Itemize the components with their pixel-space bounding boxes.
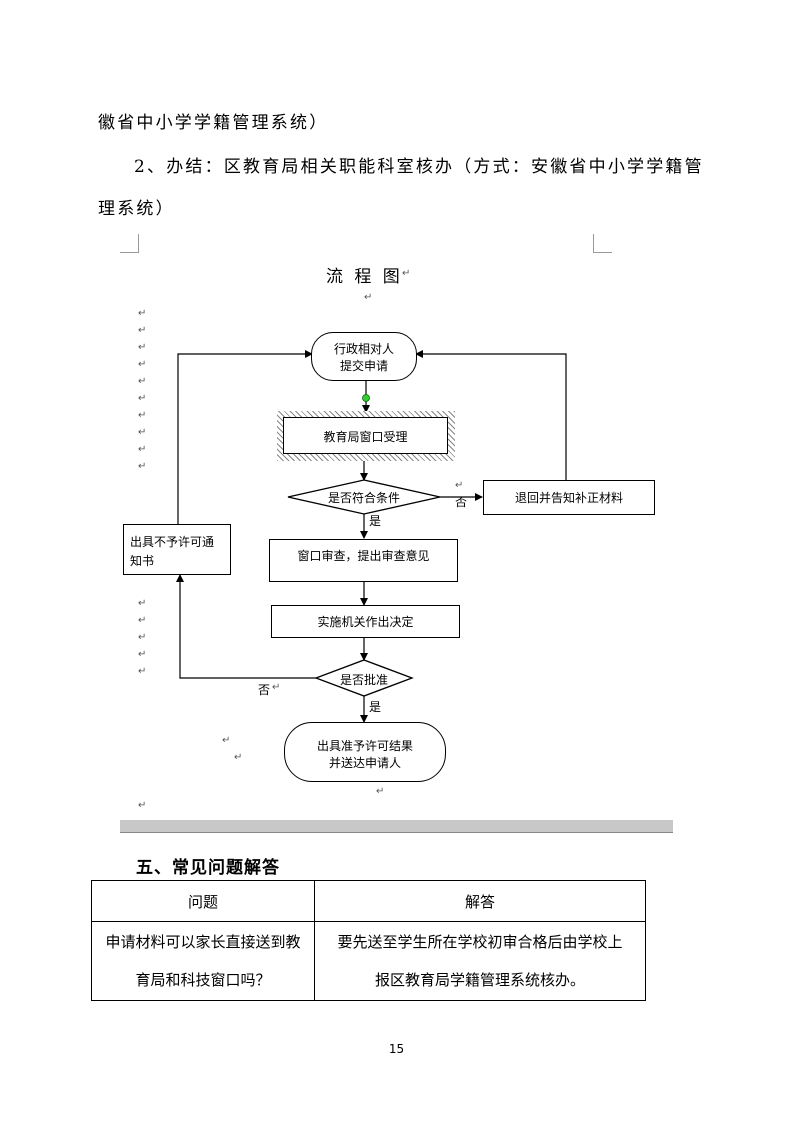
no-label-1: 否: [455, 495, 468, 509]
faq-question-cell: 申请材料可以家长直接送到教 育局和科技窗口吗？: [91, 921, 315, 1001]
faq-table: 问题 解答 申请材料可以家长直接送到教 育局和科技窗口吗？ 要先送至学生所在学校…: [91, 880, 646, 1001]
deny-node-line-1: 出具不予许可通: [130, 535, 215, 549]
decision-2-label: 是否批准: [339, 673, 388, 687]
para-mark: ↵: [455, 480, 464, 491]
para-mark: ↵: [138, 649, 147, 660]
faq-heading: 五、常见问题解答: [136, 858, 280, 878]
page-number: 15: [388, 1042, 405, 1056]
para-mark: ↵: [138, 461, 147, 472]
figure-bottom-border: [120, 820, 673, 833]
decision-1-label: 是否符合条件: [327, 491, 400, 505]
no-label-2: 否: [258, 683, 271, 697]
faq-header-row: 问题 解答: [91, 880, 646, 922]
faq-col-answer: 解答: [314, 880, 646, 922]
accept-node-label: 教育局窗口受理: [323, 430, 408, 444]
crop-mark-top-left: [120, 234, 139, 253]
decision-diamond-2: [314, 659, 414, 697]
table-row: 申请材料可以家长直接送到教 育局和科技窗口吗？ 要先送至学生所在学校初审合格后由…: [91, 921, 646, 1001]
return-node: 退回并告知补正材料: [483, 480, 655, 515]
end-node-line-2: 并送达申请人: [328, 756, 401, 770]
selection-handle: [362, 394, 370, 402]
para-mark: ↵: [138, 598, 147, 609]
para-mark-column-bottom: ↵ ↵ ↵ ↵ ↵: [138, 598, 150, 683]
deny-node: 出具不予许可通 知书: [123, 524, 231, 575]
para-mark: ↵: [138, 666, 147, 677]
para-mark: ↵: [234, 752, 243, 763]
yes-label-2: 是: [369, 700, 382, 714]
para-mark: ↵: [138, 615, 147, 626]
arrow-cond2-to-deny: [176, 574, 316, 679]
crop-mark-top-right: [593, 234, 612, 253]
intro-line-1: 徽省中小学学籍管理系统）: [98, 113, 329, 133]
faq-question-line-1: 申请材料可以家长直接送到教: [105, 933, 301, 951]
decide-node-label: 实施机关作出决定: [317, 615, 414, 629]
para-mark-column-top: ↵ ↵ ↵ ↵ ↵ ↵ ↵ ↵ ↵ ↵: [138, 308, 150, 478]
faq-question-line-2: 育局和科技窗口吗？: [135, 971, 271, 989]
para-mark: ↵: [138, 427, 147, 438]
para-mark: ↵: [376, 786, 385, 797]
para-mark: ↵: [272, 682, 281, 693]
para-mark: ↵: [138, 359, 147, 370]
faq-answer-cell: 要先送至学生所在学校初审合格后由学校上 报区教育局学籍管理系统核办。: [314, 921, 646, 1001]
flowchart-title: 流 程 图: [326, 267, 403, 287]
accept-node: 教育局窗口受理: [283, 417, 448, 454]
end-node-line-1: 出具准予许可结果: [316, 739, 413, 753]
review-node: 窗口审查，提出审查意见: [269, 539, 458, 582]
arrow-return-to-start: [415, 350, 567, 480]
yes-label-1: 是: [369, 514, 382, 528]
start-node: 行政相对人 提交申请: [311, 332, 417, 381]
start-node-line-1: 行政相对人: [333, 342, 394, 356]
para-mark: ↵: [222, 735, 231, 746]
para-mark: ↵: [138, 444, 147, 455]
faq-answer-line-2: 报区教育局学籍管理系统核办。: [374, 971, 585, 989]
para-mark: ↵: [138, 410, 147, 421]
start-node-line-2: 提交申请: [339, 359, 388, 373]
intro-line-3: 理系统）: [98, 199, 175, 219]
arrow-deny-to-start: [177, 350, 313, 524]
para-mark: ↵: [138, 393, 147, 404]
para-mark: ↵: [138, 342, 147, 353]
para-mark: ↵: [402, 268, 411, 279]
end-node: 出具准予许可结果 并送达申请人: [284, 722, 446, 782]
para-mark: ↵: [138, 325, 147, 336]
return-node-label: 退回并告知补正材料: [514, 491, 623, 505]
faq-col-question: 问题: [91, 880, 315, 922]
decide-node: 实施机关作出决定: [271, 605, 460, 638]
faq-answer-line-1: 要先送至学生所在学校初审合格后由学校上: [337, 933, 623, 951]
review-node-label: 窗口审查，提出审查意见: [297, 549, 430, 563]
para-mark: ↵: [138, 632, 147, 643]
para-mark: ↵: [138, 308, 147, 319]
para-mark: ↵: [364, 292, 373, 303]
accept-node-selection-frame[interactable]: 教育局窗口受理: [277, 411, 455, 461]
para-mark: ↵: [138, 800, 147, 811]
intro-line-2: 2、办结：区教育局相关职能科室核办（方式：安徽省中小学学籍管: [134, 157, 704, 177]
deny-node-line-2: 知书: [130, 554, 155, 568]
decision-diamond-1: [287, 479, 441, 515]
para-mark: ↵: [138, 376, 147, 387]
